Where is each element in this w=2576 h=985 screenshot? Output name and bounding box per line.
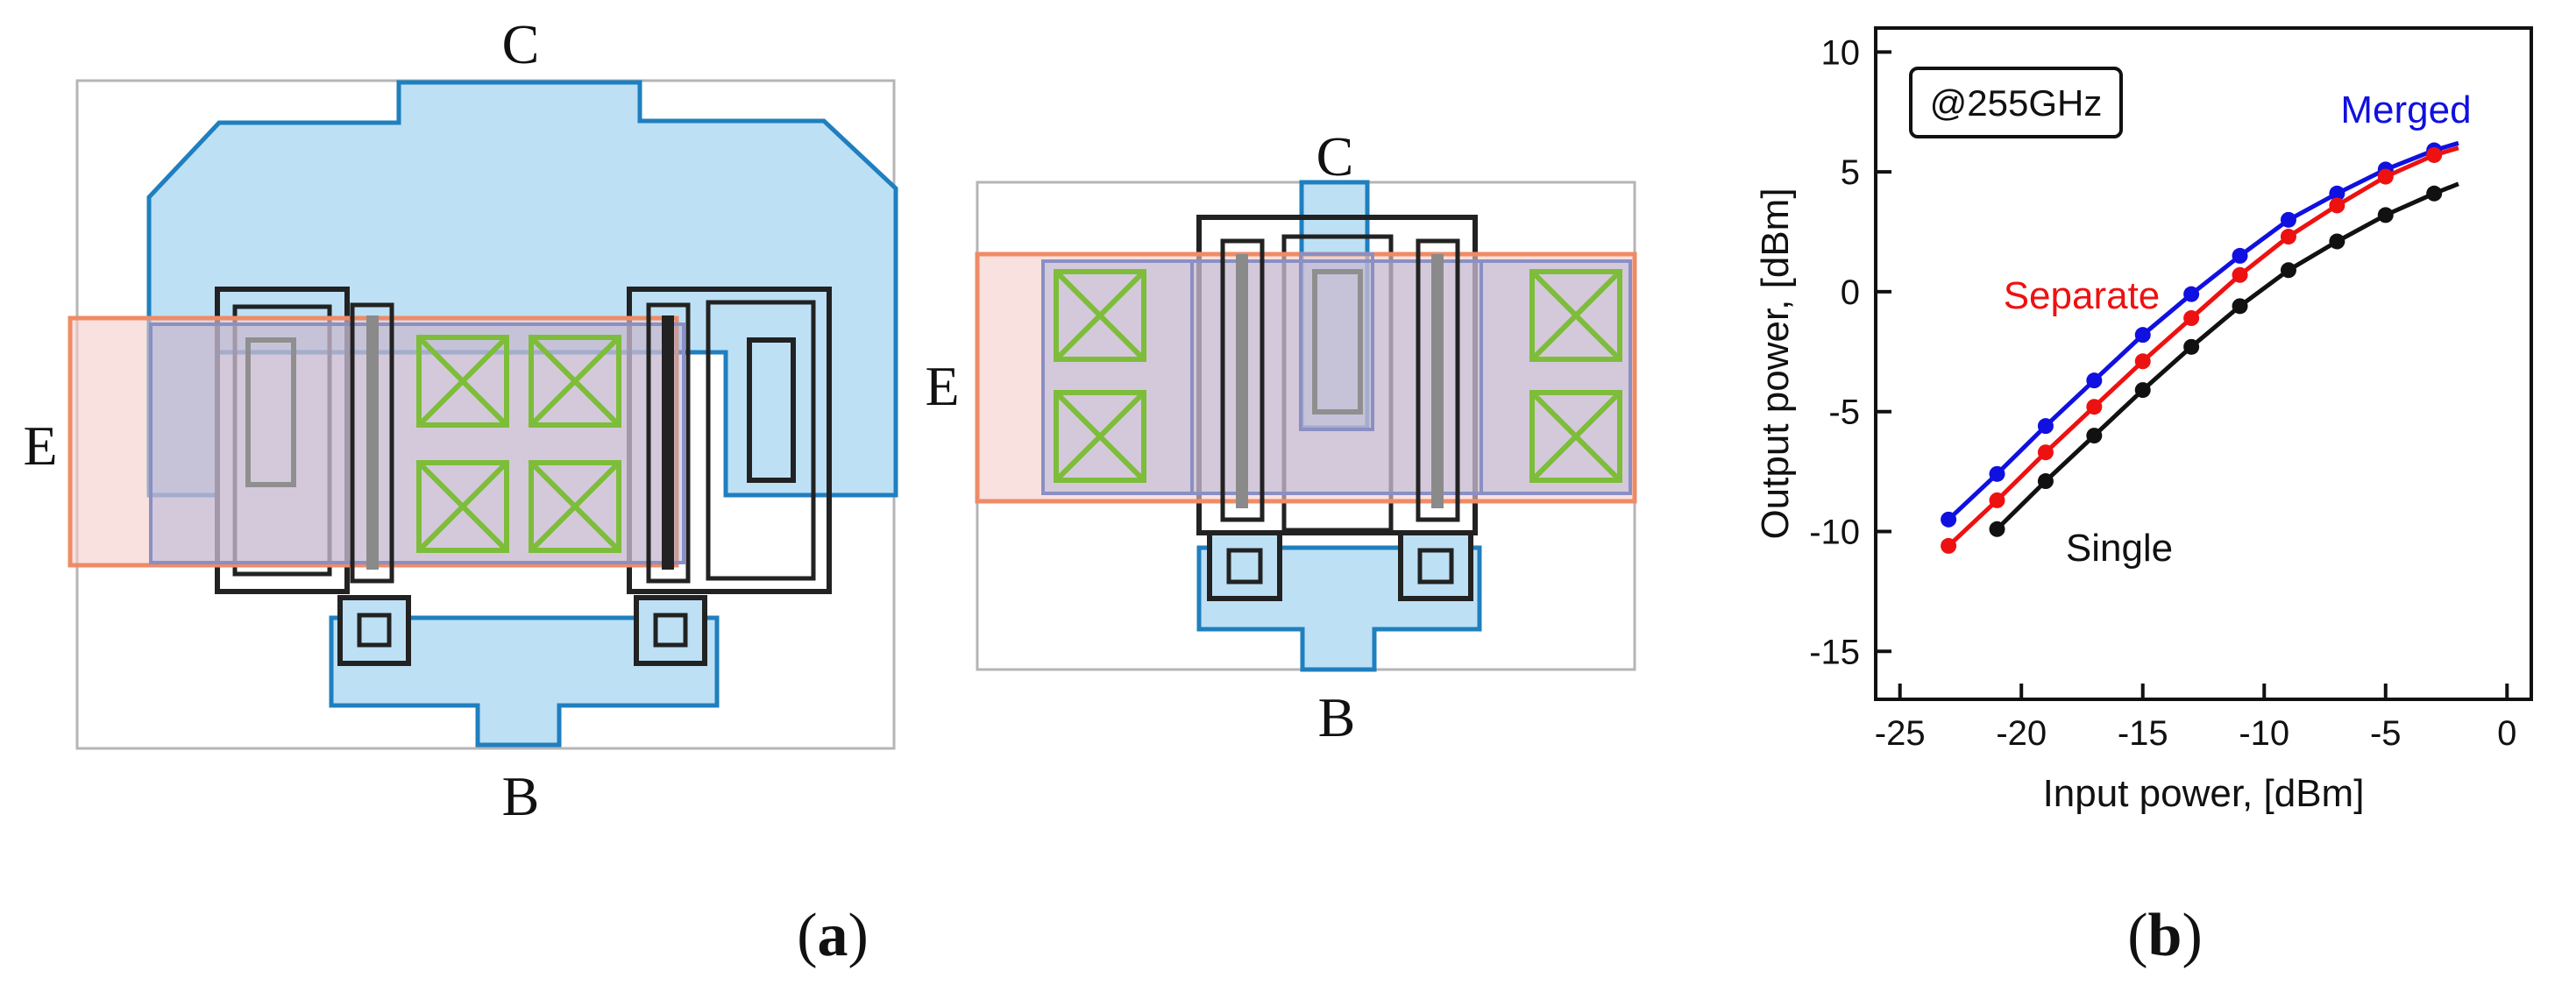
right-base-pad-1-inner bbox=[1226, 548, 1263, 585]
data-point-single bbox=[2037, 473, 2054, 490]
left-emitter-label: E bbox=[23, 415, 57, 477]
data-point-single bbox=[2426, 185, 2443, 202]
right-collector-inner bbox=[1312, 269, 1363, 415]
y-tick-label: -5 bbox=[1828, 393, 1860, 432]
data-point-merged bbox=[2232, 247, 2248, 264]
left-base-label: B bbox=[502, 765, 540, 827]
data-point-separate bbox=[2329, 197, 2345, 214]
right-small-rect bbox=[747, 337, 796, 483]
series-layer bbox=[1941, 140, 2459, 554]
x-tick-label: -10 bbox=[2239, 714, 2289, 753]
right-emitter-region bbox=[975, 252, 1637, 504]
data-point-separate bbox=[1941, 537, 1957, 554]
y-axis-title: Output power, [dBm] bbox=[1754, 188, 1797, 539]
data-point-separate bbox=[2280, 229, 2296, 245]
right-finger-1-outline bbox=[1220, 238, 1265, 522]
left-base-finger bbox=[366, 315, 379, 570]
left-base-pad-1-inner bbox=[357, 613, 392, 648]
left-base-pad-2-inner bbox=[653, 613, 688, 648]
data-point-merged bbox=[2086, 372, 2103, 389]
y-tick-label: 10 bbox=[1821, 33, 1861, 72]
data-point-merged bbox=[1989, 465, 2005, 482]
data-point-single bbox=[2232, 298, 2248, 315]
y-tick-label: 5 bbox=[1841, 153, 1860, 192]
right-emitter-label: E bbox=[925, 355, 959, 417]
series-label-single: Single bbox=[2066, 527, 2173, 570]
right-base-finger bbox=[662, 315, 674, 570]
data-point-separate bbox=[2037, 444, 2054, 461]
data-point-separate bbox=[2232, 266, 2248, 283]
right-base-pad-2 bbox=[1398, 530, 1473, 601]
frequency-annotation: @255GHz bbox=[1930, 82, 2103, 124]
series-line-separate bbox=[1947, 145, 2459, 548]
right-emitter-pad-right bbox=[1480, 259, 1632, 495]
left-gray-finger bbox=[245, 337, 296, 487]
panel-b-label: (b) bbox=[2127, 902, 2203, 969]
series-line-merged bbox=[1947, 140, 2459, 521]
data-point-separate bbox=[2086, 399, 2103, 415]
left-collector-label: C bbox=[502, 13, 540, 75]
data-point-merged bbox=[2183, 286, 2200, 302]
x-tick-label: -15 bbox=[2118, 714, 2168, 753]
data-point-single bbox=[1989, 521, 2005, 537]
left-transistor-layout: C E B bbox=[23, 13, 898, 827]
y-tick-label: -15 bbox=[1809, 633, 1860, 671]
right-emitter-pad-left bbox=[1041, 259, 1194, 495]
x-tick-label: 0 bbox=[2497, 714, 2516, 753]
right-center-overlap bbox=[1041, 259, 1632, 495]
right-base-pad-1 bbox=[1207, 530, 1282, 601]
right-emitter-vias bbox=[1054, 269, 1622, 483]
output-power-chart: -25 -20 -15 -10 -5 0 -15 -10 -5 0 5 10 @255GHz Inpu… bbox=[1754, 26, 2533, 815]
left-base-pad-2 bbox=[634, 595, 707, 666]
left-base-metal bbox=[329, 615, 720, 748]
data-point-separate bbox=[2134, 353, 2151, 370]
data-point-merged bbox=[1941, 511, 1957, 528]
data-point-single bbox=[2086, 428, 2103, 444]
left-base-finger-outline bbox=[350, 302, 394, 584]
frequency-annotation-box bbox=[1909, 67, 2123, 138]
left-base-pad-1 bbox=[337, 595, 411, 666]
y-tick-label: -10 bbox=[1809, 514, 1860, 552]
right-finger-1 bbox=[1236, 254, 1248, 508]
data-point-merged bbox=[2329, 185, 2345, 202]
data-point-separate bbox=[2426, 146, 2443, 163]
left-emitter-vias bbox=[416, 335, 621, 553]
plot-frame bbox=[1874, 26, 2533, 701]
right-base-finger-outline bbox=[646, 302, 691, 584]
data-point-separate bbox=[2377, 168, 2394, 185]
data-point-merged bbox=[2037, 418, 2054, 435]
data-point-single bbox=[2134, 382, 2151, 399]
data-point-single bbox=[2280, 262, 2296, 279]
data-point-separate bbox=[1989, 492, 2005, 508]
x-axis-title: Input power, [dBm] bbox=[2043, 772, 2365, 815]
x-tick-label: -25 bbox=[1875, 714, 1926, 753]
right-collector-label: C bbox=[1316, 125, 1354, 188]
data-point-single bbox=[2377, 207, 2394, 223]
y-tick-label: 0 bbox=[1841, 273, 1860, 312]
data-point-single bbox=[2183, 338, 2200, 355]
right-collector-window bbox=[1299, 252, 1374, 431]
data-point-merged bbox=[2134, 327, 2151, 344]
data-point-merged bbox=[2280, 211, 2296, 228]
right-finger-2 bbox=[1431, 254, 1444, 508]
data-point-separate bbox=[2183, 310, 2200, 327]
series-label-separate: Separate bbox=[2004, 274, 2161, 317]
x-tick-label: -5 bbox=[2370, 714, 2402, 753]
right-contact-inner bbox=[706, 300, 816, 581]
right-base-label: B bbox=[1318, 686, 1356, 748]
data-point-single bbox=[2329, 233, 2345, 250]
series-line-single bbox=[1995, 181, 2459, 531]
right-base-pad-2-inner bbox=[1417, 548, 1454, 585]
left-collector-metal bbox=[146, 80, 898, 498]
series-label-merged: Merged bbox=[2340, 89, 2471, 131]
right-finger-2-outline bbox=[1416, 238, 1460, 522]
axis-ticks: -25 -20 -15 -10 -5 0 -15 -10 -5 0 5 10 bbox=[1809, 33, 2516, 753]
panel-a-label: (a) bbox=[797, 902, 869, 969]
right-transistor-layout: C E B bbox=[925, 125, 1637, 748]
x-tick-label: -20 bbox=[1996, 714, 2047, 753]
